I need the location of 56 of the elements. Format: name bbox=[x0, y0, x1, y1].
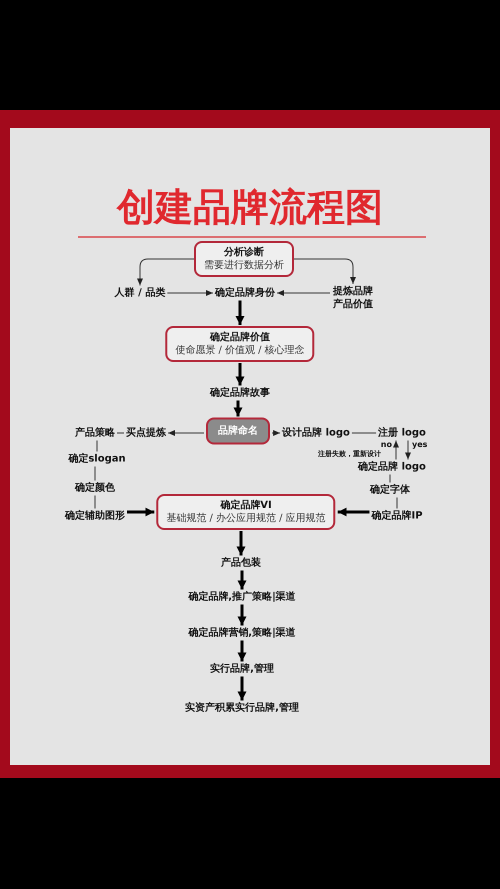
box-heading: 确定品牌价值 bbox=[208, 331, 271, 344]
step-label: 确定品牌 logo bbox=[358, 460, 426, 474]
step-label: 提炼品牌产品价值 bbox=[332, 285, 374, 311]
process-box bbox=[156, 494, 336, 530]
connector-line bbox=[116, 432, 124, 434]
arrow bbox=[234, 400, 242, 416]
arrow bbox=[168, 430, 204, 436]
process-box bbox=[194, 241, 294, 277]
box-heading: 确定品牌VI bbox=[219, 499, 273, 512]
step-label: 确定辅助图形 bbox=[65, 510, 125, 522]
box-heading: 分析诊断 bbox=[222, 246, 265, 259]
connector-line bbox=[96, 440, 98, 452]
arrow bbox=[272, 430, 281, 436]
arrow bbox=[137, 258, 194, 286]
arrow bbox=[238, 604, 246, 626]
naming-box: 品牌命名 bbox=[206, 418, 270, 444]
arrow bbox=[236, 363, 244, 386]
step-label: 确定品牌IP bbox=[371, 510, 423, 522]
arrow bbox=[238, 676, 246, 700]
arrow bbox=[294, 258, 356, 284]
box-subtext: 基础规范 / 办公应用规范 / 应用规范 bbox=[166, 512, 326, 525]
step-label: 实行品牌,管理 bbox=[210, 662, 274, 676]
step-label: 确定品牌营销,策略|渠道 bbox=[188, 626, 296, 640]
step-label: 确定字体 bbox=[370, 484, 410, 496]
connector-line bbox=[94, 466, 96, 481]
arrow bbox=[238, 640, 246, 662]
step-label: 产品策略 bbox=[75, 426, 115, 440]
connector-line bbox=[94, 495, 96, 509]
arrow bbox=[127, 508, 154, 516]
step-label: 确定品牌,推广策略|渠道 bbox=[188, 590, 296, 604]
step-label: 确定品牌身份 bbox=[215, 286, 275, 300]
title: 创建品牌流程图 bbox=[115, 184, 384, 231]
step-label: 人群 / 品类 bbox=[114, 286, 166, 300]
step-label: 设计品牌 logo bbox=[282, 426, 350, 440]
step-label: 确定品牌故事 bbox=[210, 386, 270, 400]
step-label: 确定颜色 bbox=[75, 482, 115, 494]
arrow bbox=[276, 290, 330, 296]
arrow bbox=[236, 300, 244, 325]
arrow bbox=[338, 508, 370, 516]
arrow bbox=[236, 531, 246, 556]
edge-label: no bbox=[380, 440, 392, 449]
process-box bbox=[165, 326, 315, 362]
step-label: 买点提炼 bbox=[126, 426, 166, 440]
box-subtext: 需要进行数据分析 bbox=[204, 259, 284, 272]
arrow bbox=[238, 570, 246, 590]
edge-label: yes bbox=[412, 440, 428, 449]
arrow bbox=[166, 290, 214, 296]
step-label: 产品包装 bbox=[221, 556, 261, 570]
step-label: 确定slogan bbox=[68, 452, 126, 466]
box-subtext: 使命愿景 / 价值观 / 核心理念 bbox=[175, 344, 305, 357]
step-label: 实资产积累实行品牌,管理 bbox=[185, 702, 299, 714]
arrow bbox=[405, 440, 411, 460]
arrow bbox=[393, 440, 399, 460]
step-label: 注册 logo bbox=[378, 426, 426, 440]
connector-line bbox=[396, 497, 398, 509]
connector-line bbox=[351, 432, 377, 434]
